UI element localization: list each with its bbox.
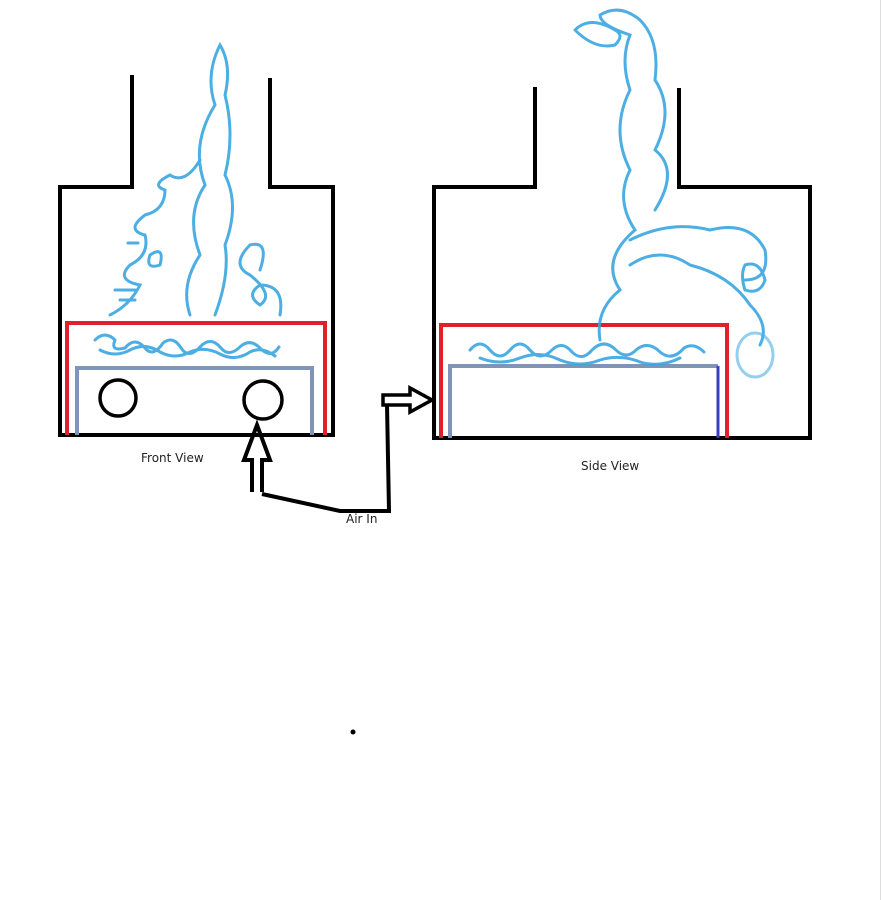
side-outer-body xyxy=(432,87,812,440)
front-flames xyxy=(93,41,283,359)
air-inlet-right xyxy=(242,379,284,421)
side-view-label: Side View xyxy=(581,459,640,473)
side-grate xyxy=(448,364,718,438)
air-duct-line xyxy=(261,404,392,513)
front-grate xyxy=(75,366,314,435)
air-up-arrow xyxy=(241,419,273,492)
stray-dot xyxy=(350,729,356,735)
air-inlet-left xyxy=(98,378,138,418)
side-flames xyxy=(468,8,775,379)
air-in-label: Air In xyxy=(346,512,378,526)
air-flow-arrows xyxy=(241,385,436,513)
front-view-label: Front View xyxy=(141,451,204,465)
side-firebox xyxy=(439,323,729,438)
front-view-stove xyxy=(58,41,335,437)
air-right-arrow xyxy=(381,385,436,415)
front-outer-body xyxy=(58,75,335,437)
front-firebox xyxy=(65,321,327,435)
side-view-stove xyxy=(432,8,812,440)
